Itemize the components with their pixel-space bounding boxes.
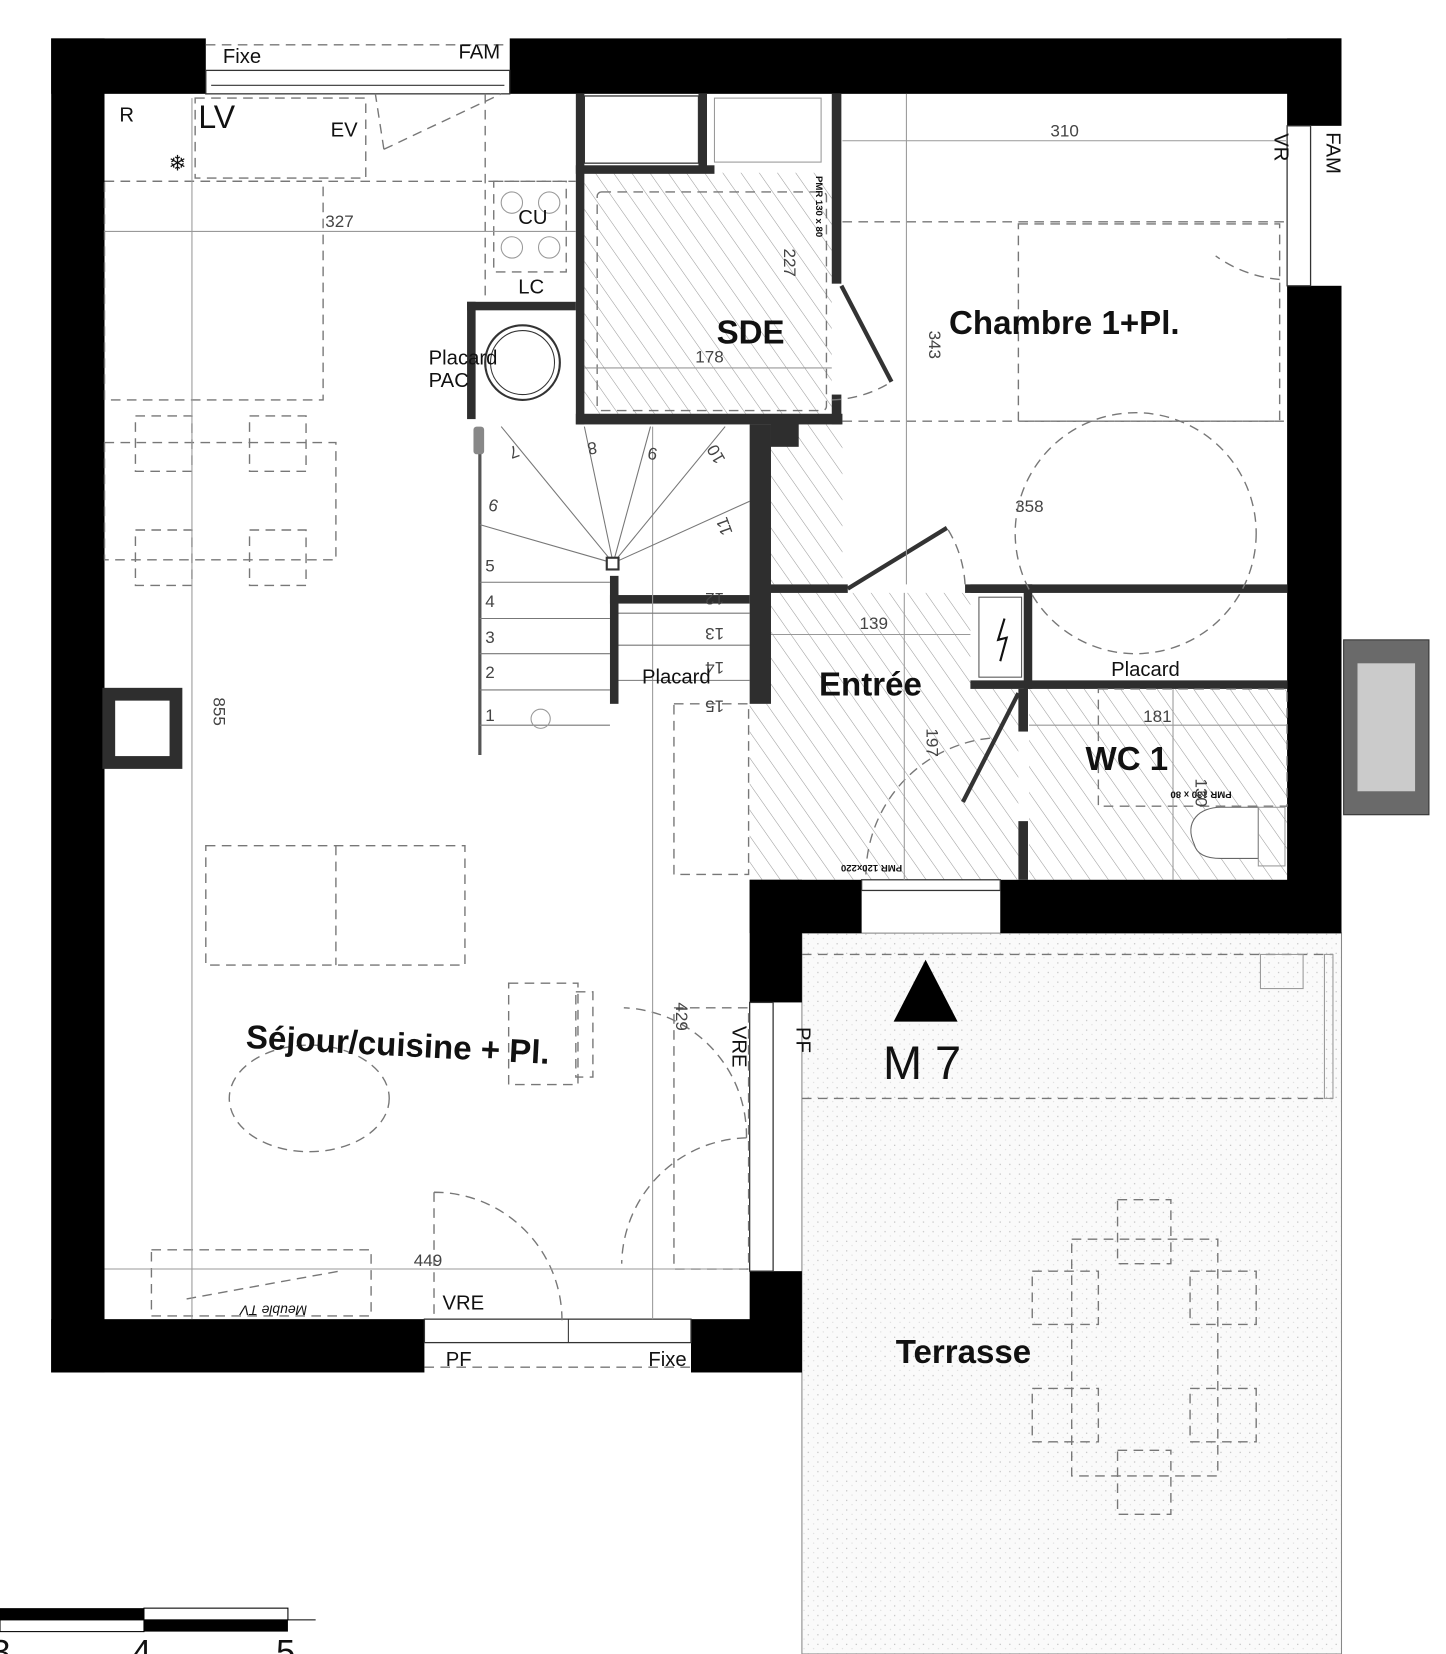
window-label-vre-east: VRE	[728, 1026, 750, 1068]
stair-step-7: 7	[506, 441, 521, 462]
fixture-lc: LC	[518, 276, 544, 298]
dimensions: 327 310 227 178 343 358 139 181 197 130 …	[209, 122, 1210, 1270]
fixture-cu: CU	[518, 207, 547, 229]
dim-entree-height: 197	[923, 728, 942, 756]
orientation-arrow-icon	[893, 959, 958, 1022]
exterior-walls	[51, 38, 1342, 1373]
electric-panel-icon	[978, 596, 1023, 678]
window-label-fam-chambre: FAM	[1322, 132, 1344, 174]
fixture-meuble-tv: Meuble TV	[238, 1302, 307, 1318]
stair-step-4: 4	[485, 592, 494, 611]
room-wc: WC 1	[1086, 741, 1169, 778]
scale-bar: 3 4 5	[0, 1607, 316, 1654]
interior-walls	[102, 93, 1288, 880]
stair-step-13: 13	[705, 624, 724, 643]
dim-sde-width: 178	[695, 348, 723, 367]
room-placard-stair: Placard	[642, 667, 711, 689]
dim-kitchen-width: 327	[325, 212, 353, 231]
pmr-door-label: PMR 120x220	[841, 862, 902, 873]
dim-sejour-height: 855	[209, 697, 228, 725]
dim-sejour-width: 449	[414, 1251, 442, 1270]
pmr-wc-label: PMR 130 x 80	[1170, 788, 1231, 799]
stair-step-14: 14	[705, 658, 724, 677]
labels: Fixe FAM R LV EV CU LC Placard PAC SDE C…	[119, 42, 1343, 1371]
room-entree: Entrée	[819, 666, 922, 703]
dim-wc-height: 130	[1191, 778, 1210, 806]
dim-entree-width: 139	[859, 614, 887, 633]
dim-wc-width: 181	[1143, 707, 1171, 726]
window-label-fixe: Fixe	[223, 46, 261, 68]
dim-chambre-width: 310	[1050, 122, 1078, 141]
stair-step-12: 12	[705, 589, 724, 608]
room-sde: SDE	[717, 314, 785, 351]
terrace	[801, 932, 1343, 1654]
stair-step-15: 15	[705, 697, 724, 716]
stair-step-9: 9	[646, 443, 659, 463]
placard-pac-sublabel: PAC	[429, 370, 469, 392]
stair-step-10: 10	[703, 441, 729, 467]
window-label-pf-east: PF	[792, 1027, 814, 1053]
stair-step-8: 8	[586, 438, 599, 458]
dim-chambre-height: 343	[925, 331, 944, 359]
window-label-fam: FAM	[459, 42, 501, 64]
window-label-vre-south: VRE	[443, 1293, 485, 1315]
doors	[374, 93, 1280, 1321]
stair-step-2: 2	[485, 663, 494, 682]
furniture	[103, 93, 1288, 1320]
windows	[205, 44, 1312, 1368]
scale-tick-3: 3	[0, 1634, 10, 1654]
fixture-lv: LV	[198, 99, 235, 135]
stair-step-3: 3	[485, 628, 494, 647]
stair-step-11: 11	[713, 515, 737, 538]
room-chambre: Chambre 1+Pl.	[949, 305, 1180, 342]
fixture-ev: EV	[331, 120, 359, 142]
room-placard-entree: Placard	[1111, 659, 1180, 681]
scale-tick-5: 5	[276, 1634, 295, 1654]
window-label-pf-south: PF	[446, 1349, 472, 1371]
terrace-table	[1031, 1199, 1257, 1515]
window-label-fixe-south: Fixe	[648, 1349, 686, 1371]
dim-sejour-door-height: 429	[672, 1002, 691, 1030]
stair-step-6: 6	[486, 495, 500, 516]
room-sejour: Séjour/cuisine + Pl.	[245, 1019, 550, 1072]
marker-label: M 7	[883, 1037, 961, 1089]
dim-chambre-diag: 358	[1015, 497, 1043, 516]
stair-step-5: 5	[485, 557, 494, 576]
scale-tick-4: 4	[132, 1634, 151, 1654]
fixture-r: R	[119, 105, 134, 127]
hatched-areas	[584, 172, 1288, 880]
room-terrasse: Terrasse	[896, 1334, 1031, 1371]
window-label-vr: VR	[1269, 133, 1291, 161]
snowflake-icon: ❄	[168, 152, 186, 176]
stair-step-1: 1	[485, 706, 494, 725]
exterior-unit	[1343, 639, 1430, 816]
pmr-sde-label: PMR 130 x 80	[813, 176, 824, 237]
dim-sde-height: 227	[780, 248, 799, 276]
placard-pac-label: Placard	[429, 348, 498, 370]
